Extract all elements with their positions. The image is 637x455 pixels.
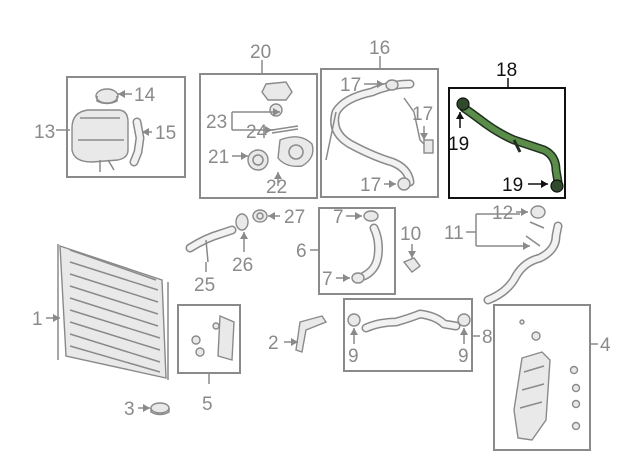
clamp-12 (530, 205, 546, 219)
label-6: 6 (296, 241, 307, 262)
bracket-2 (295, 315, 328, 353)
label-17-top: 17 (340, 75, 361, 96)
label-17-bottom: 17 (360, 175, 381, 196)
thermostat-gasket (247, 149, 269, 171)
label-1: 1 (32, 309, 43, 330)
label-7-top: 7 (333, 207, 344, 228)
label-2: 2 (268, 333, 279, 354)
label-16: 16 (369, 38, 390, 59)
o-ring-26 (235, 213, 249, 231)
radiator (57, 244, 169, 380)
box-hose-8 (343, 298, 473, 372)
air-deflector (513, 319, 581, 441)
label-15: 15 (155, 123, 176, 144)
clamp-19-top (456, 97, 470, 111)
label-27: 27 (284, 207, 305, 228)
label-24: 24 (246, 122, 268, 143)
inlet-pipe (185, 225, 237, 263)
label-3: 3 (124, 399, 135, 420)
clip-10 (402, 257, 421, 273)
label-7-bottom: 7 (322, 269, 333, 290)
label-19-top: 19 (448, 134, 469, 155)
label-12: 12 (492, 203, 513, 224)
box-thermostat (199, 73, 318, 199)
hose-18 (459, 103, 563, 187)
label-10: 10 (400, 224, 421, 245)
bracket-5 (191, 314, 235, 361)
label-20: 20 (250, 42, 271, 63)
label-9-left: 9 (348, 346, 359, 367)
label-21: 21 (208, 147, 229, 168)
reservoir-cap (95, 88, 119, 105)
label-23: 23 (206, 112, 227, 133)
o-ring-27 (252, 209, 268, 223)
clamp-19-bottom (550, 179, 564, 193)
label-4: 4 (600, 335, 611, 356)
radiator-mount (150, 402, 170, 416)
hose-8 (361, 309, 461, 333)
clamp-9 (347, 313, 471, 327)
label-13: 13 (34, 122, 55, 143)
label-17-mid: 17 (412, 104, 433, 125)
thermostat-seal (271, 125, 299, 134)
hose-6 (359, 223, 383, 281)
label-5: 5 (202, 394, 213, 415)
label-14: 14 (134, 85, 156, 106)
label-18: 18 (496, 60, 517, 81)
label-8: 8 (482, 327, 493, 348)
label-22: 22 (266, 177, 287, 198)
leader-lines (46, 56, 598, 412)
coolant-reservoir (71, 109, 129, 172)
clamp-17 (385, 79, 434, 191)
clamp-7 (351, 210, 379, 284)
reservoir-hose (129, 117, 145, 167)
hose-11 (483, 221, 563, 305)
label-9-right: 9 (458, 346, 469, 367)
label-25: 25 (194, 275, 215, 296)
label-19-bottom: 19 (502, 175, 523, 196)
label-26: 26 (232, 255, 253, 276)
label-11: 11 (444, 223, 464, 244)
